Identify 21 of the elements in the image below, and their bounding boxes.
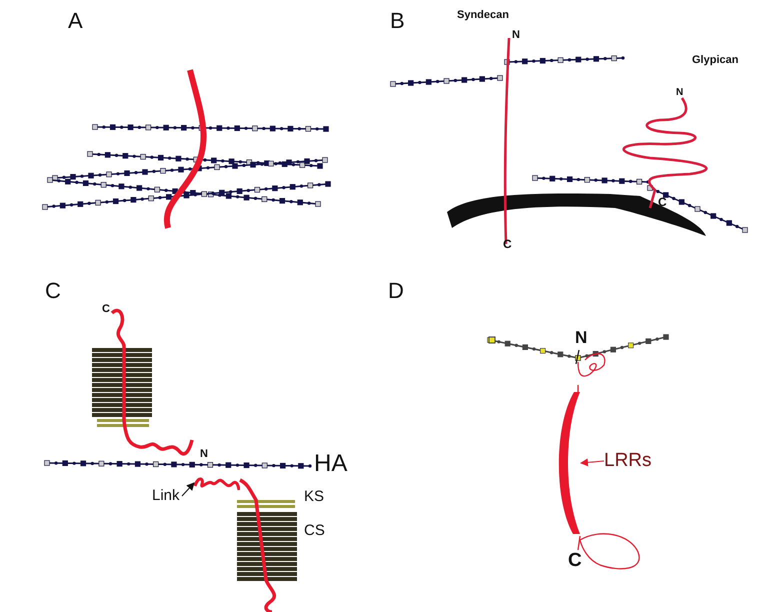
panel-letter: C: [45, 280, 61, 302]
pointer-arrow: [580, 458, 604, 466]
terminus-label: C: [503, 238, 512, 250]
terminus-label: N: [512, 30, 520, 41]
structure-label: CS: [304, 523, 325, 538]
link-label: Link: [152, 488, 181, 503]
protein-name: Syndecan: [457, 10, 509, 21]
lrr-label: LRRs: [604, 451, 650, 470]
structure-label: KS: [304, 489, 324, 504]
panel-letter: B: [390, 10, 405, 32]
protein-name: Glypican: [692, 55, 738, 66]
terminus-label: C: [568, 551, 582, 570]
panel-letter: A: [68, 10, 83, 32]
terminus-label: N: [200, 449, 208, 460]
terminus-label: N: [575, 329, 588, 346]
panel-letter: D: [388, 280, 404, 302]
terminus-label: N: [676, 88, 684, 98]
structure-label: HA: [314, 452, 348, 476]
terminus-label: C: [102, 304, 110, 315]
terminus-label: C: [658, 196, 667, 208]
leader-arrow: [182, 482, 195, 496]
